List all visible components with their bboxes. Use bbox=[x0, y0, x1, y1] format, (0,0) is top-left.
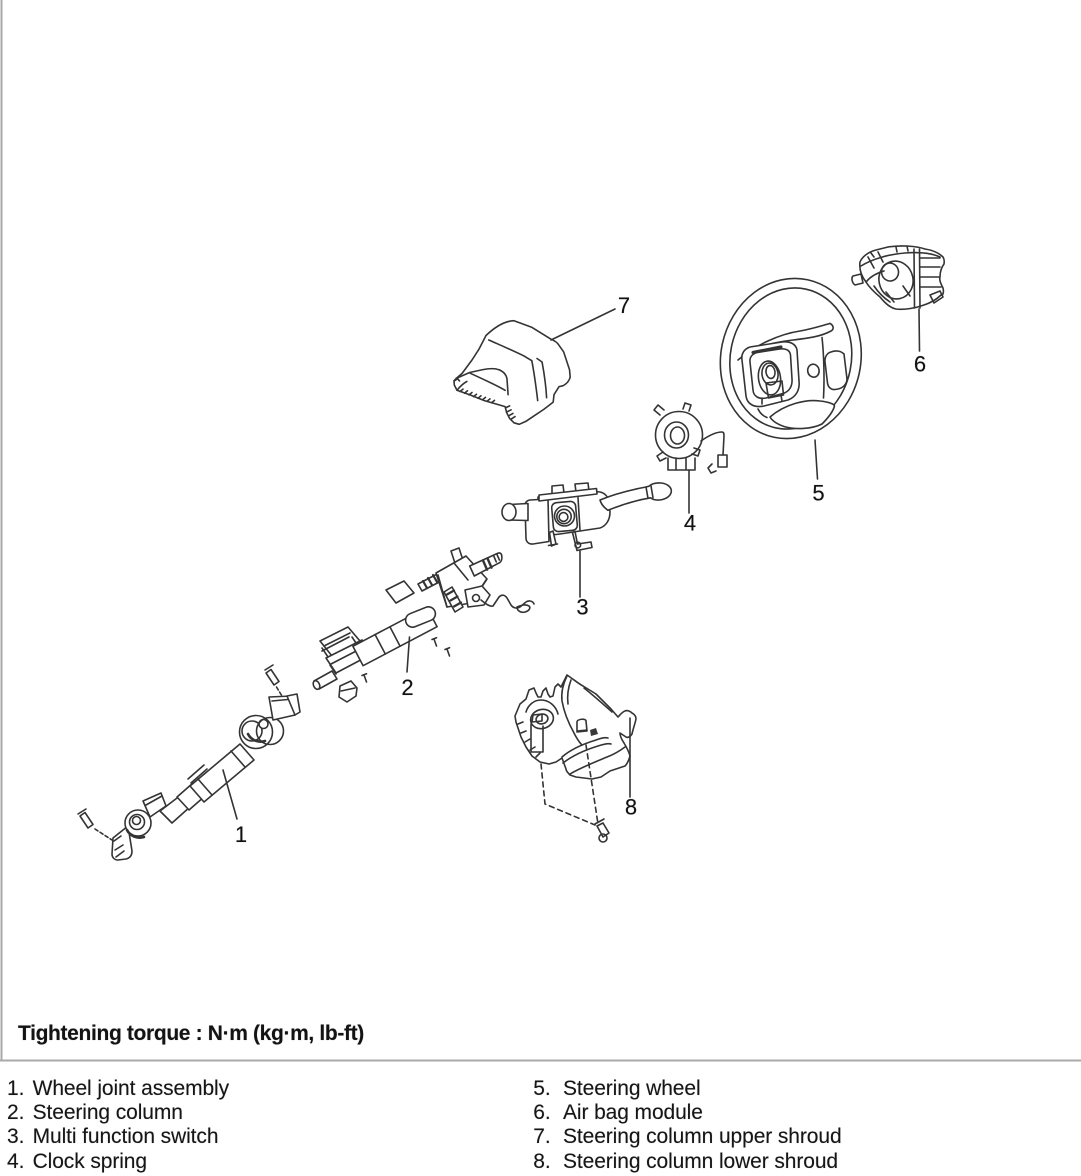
svg-text:7: 7 bbox=[618, 293, 630, 318]
svg-text:1: 1 bbox=[235, 822, 247, 847]
svg-text:2: 2 bbox=[401, 675, 413, 700]
svg-text:6: 6 bbox=[914, 352, 926, 377]
svg-text:5: 5 bbox=[812, 481, 824, 506]
svg-text:3: 3 bbox=[576, 595, 588, 620]
svg-text:4: 4 bbox=[684, 511, 696, 536]
svg-text:8: 8 bbox=[625, 795, 637, 820]
